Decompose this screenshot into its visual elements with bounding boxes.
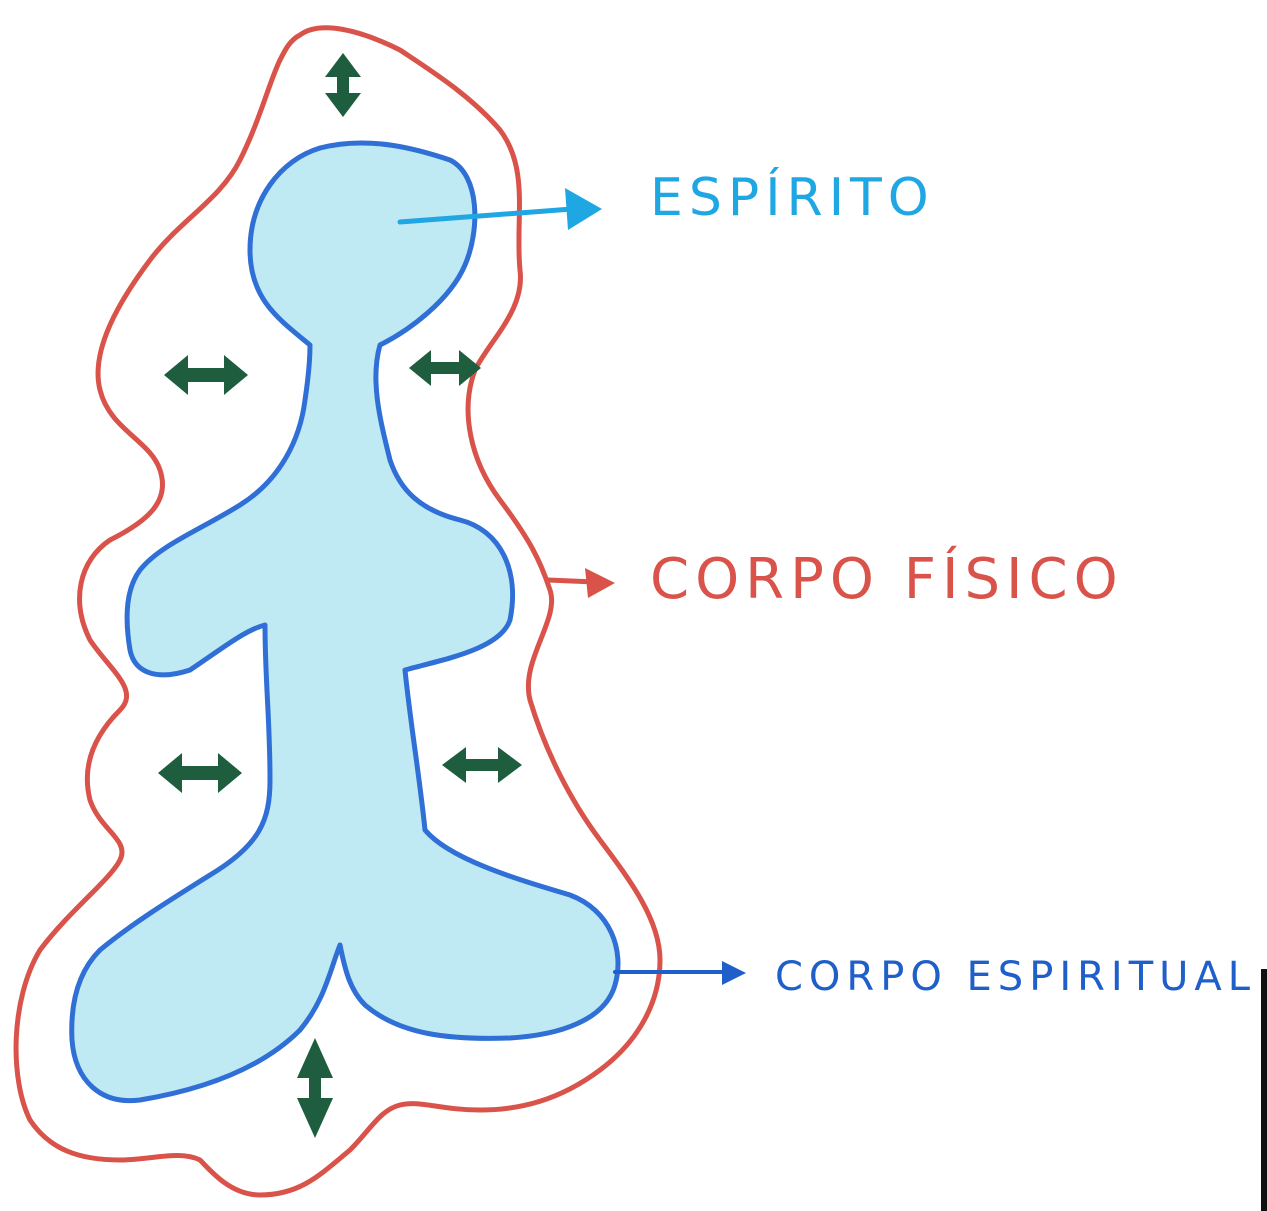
espirito-label: ESPÍRITO xyxy=(650,167,935,228)
corpo-fisico-label: CORPO FÍSICO xyxy=(650,546,1124,612)
double-arrow-horizontal-icon xyxy=(158,753,242,793)
double-arrow-horizontal-icon xyxy=(409,350,481,386)
page-edge-line xyxy=(1261,0,1267,1211)
corpo-espiritual-arrowhead xyxy=(722,961,746,985)
inner-blue-figure xyxy=(69,140,621,1104)
outer-red-outline xyxy=(13,25,663,1198)
espirito-pointer-arrow xyxy=(397,205,588,225)
double-arrow-horizontal-icon xyxy=(442,747,522,783)
corpo-fisico-arrowhead xyxy=(585,568,615,598)
double-arrow-vertical-icon xyxy=(325,53,361,117)
espirito-arrowhead xyxy=(565,188,602,230)
corpo-espiritual-label: CORPO ESPIRITUAL xyxy=(775,954,1256,1000)
double-arrow-vertical-icon xyxy=(297,1038,333,1138)
double-arrow-horizontal-icon xyxy=(164,355,248,395)
